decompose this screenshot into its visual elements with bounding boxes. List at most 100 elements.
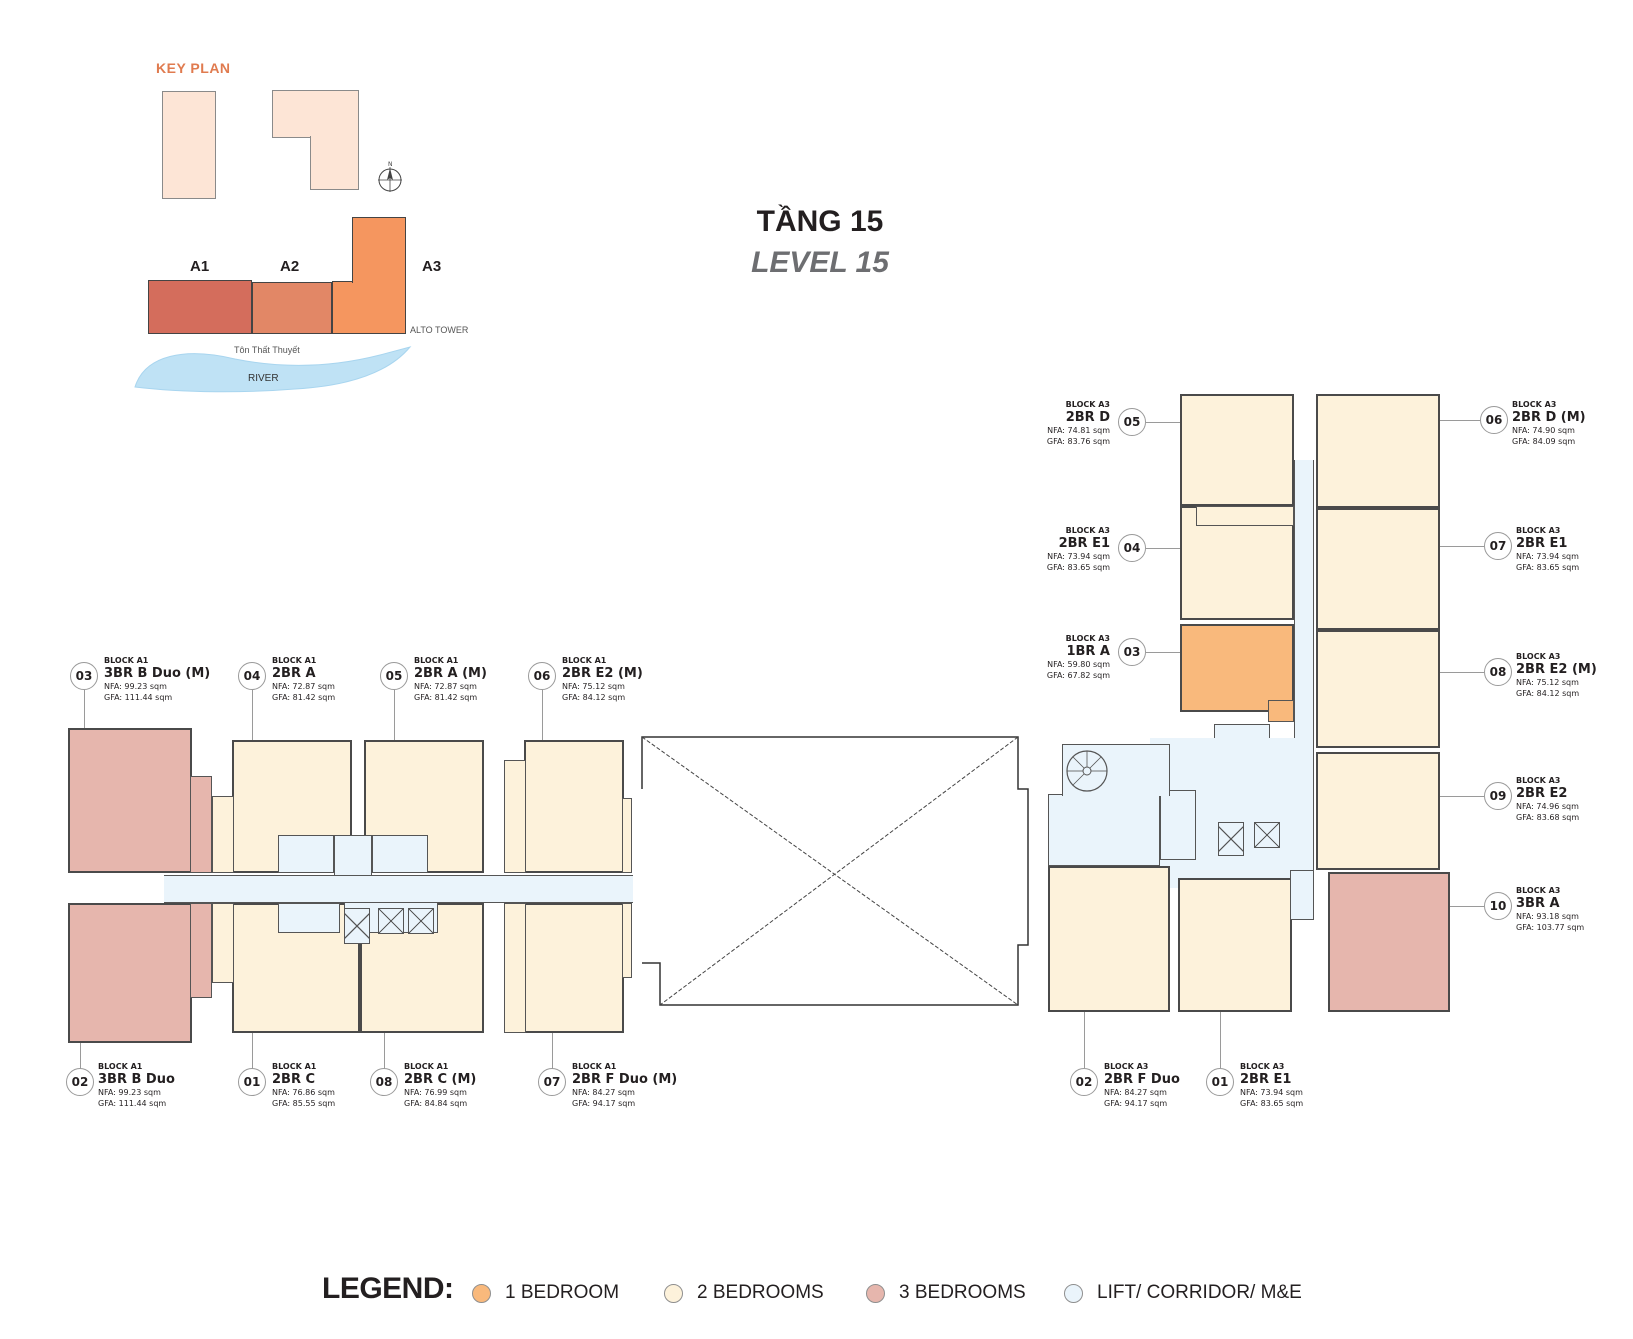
a3-unit-04-top	[1196, 506, 1294, 526]
leader-line	[1084, 1012, 1085, 1068]
unit-number-badge: 10	[1484, 892, 1512, 920]
key-plan-river-label: RIVER	[248, 373, 279, 384]
key-plan-title: KEY PLAN	[156, 60, 231, 76]
a3-unit-03-tail	[1268, 700, 1294, 722]
key-plan-block-a3-tower	[352, 217, 406, 283]
leader-line	[1440, 796, 1484, 797]
leader-line	[252, 690, 253, 740]
unit-number-badge: 05	[380, 662, 408, 690]
a3-unit-01[interactable]	[1178, 878, 1292, 1012]
unit-label-a3-04: BLOCK A3 2BR E1 NFA: 73.94 sqm GFA: 83.6…	[1046, 526, 1110, 572]
leader-line	[80, 1043, 81, 1081]
a1-unit-07[interactable]	[524, 903, 624, 1033]
legend-item-2-bedrooms: 2 BEDROOMS	[664, 1282, 824, 1304]
legend-swatch-1-bedroom	[472, 1283, 491, 1303]
a3-service-strip	[1290, 870, 1314, 920]
unit-label-a3-06: BLOCK A3 2BR D (M) NFA: 74.90 sqm GFA: 8…	[1512, 400, 1586, 446]
a1-stair-core-2	[372, 835, 428, 873]
key-plan-label-a2: A2	[280, 258, 300, 275]
a3-unit-10[interactable]	[1328, 872, 1450, 1012]
a3-lift-3	[1218, 822, 1244, 856]
key-plan-block-a3-base	[332, 281, 406, 334]
a1-corridor[interactable]	[164, 875, 633, 903]
unit-label-a3-08: BLOCK A3 2BR E2 (M) NFA: 75.12 sqm GFA: …	[1516, 652, 1597, 698]
unit-number-badge: 02	[1070, 1068, 1098, 1096]
unit-label-a1-07: BLOCK A1 2BR F Duo (M) NFA: 84.27 sqm GF…	[572, 1062, 678, 1108]
unit-label-a3-02: BLOCK A3 2BR F Duo NFA: 84.27 sqm GFA: 9…	[1104, 1062, 1180, 1108]
spiral-stair-icon	[1066, 750, 1108, 792]
unit-number-badge: 07	[538, 1068, 566, 1096]
leader-line	[1146, 548, 1180, 549]
unit-label-a1-02: BLOCK A1 3BR B Duo NFA: 99.23 sqm GFA: 1…	[98, 1062, 175, 1108]
a1-lift-1	[344, 908, 370, 944]
unit-label-a1-03: BLOCK A1 3BR B Duo (M) NFA: 99.23 sqm GF…	[104, 656, 211, 702]
legend-label: 1 BEDROOM	[505, 1282, 620, 1303]
a1-unit-02-balcony	[190, 903, 212, 998]
legend-item-lift-corridor: LIFT/ CORRIDOR/ M&E	[1064, 1282, 1302, 1304]
legend-title: LEGEND:	[322, 1272, 454, 1305]
leader-line	[1440, 546, 1484, 547]
a1-unit-07-side	[504, 903, 526, 1033]
a3-unit-02[interactable]	[1048, 866, 1170, 1012]
a1-unit-03[interactable]	[68, 728, 192, 873]
key-plan-neighbor-building-right-lower	[310, 136, 359, 190]
a1-unit-04-balcony	[212, 796, 234, 873]
leader-line	[542, 690, 543, 740]
unit-number-badge: 04	[238, 662, 266, 690]
key-plan-neighbor-building-right	[272, 90, 359, 138]
a3-unit-06[interactable]	[1316, 394, 1440, 508]
key-plan-label-a3: A3	[422, 258, 442, 275]
a1-unit-06[interactable]	[524, 740, 624, 873]
compass-icon: N	[378, 161, 402, 192]
a3-amenity-terrace	[1048, 794, 1160, 866]
unit-number-badge: 08	[370, 1068, 398, 1096]
unit-label-a3-10: BLOCK A3 3BR A NFA: 93.18 sqm GFA: 103.7…	[1516, 886, 1585, 932]
leader-line	[252, 1033, 253, 1071]
a1-unit-02[interactable]	[68, 903, 192, 1043]
a3-unit-08[interactable]	[1316, 630, 1440, 748]
leader-line	[1450, 906, 1484, 907]
a3-unit-03[interactable]	[1180, 624, 1294, 712]
legend-label: LIFT/ CORRIDOR/ M&E	[1097, 1282, 1302, 1303]
unit-label-a3-05: BLOCK A3 2BR D NFA: 74.81 sqm GFA: 83.76…	[1046, 400, 1110, 446]
unit-number-badge: 04	[1118, 534, 1146, 562]
unit-number-badge: 05	[1118, 408, 1146, 436]
key-plan-neighbor-building-left	[162, 91, 216, 199]
svg-text:N: N	[388, 161, 393, 168]
unit-label-a1-01: BLOCK A1 2BR C NFA: 76.86 sqm GFA: 85.55…	[272, 1062, 336, 1108]
legend-label: 3 BEDROOMS	[899, 1282, 1026, 1303]
legend-swatch-lift-corridor	[1064, 1283, 1083, 1303]
floor-title-vietnamese: TẦNG 15	[756, 205, 884, 238]
a1-unit-06-balcony	[622, 798, 632, 873]
a1-unit-01-balcony	[212, 903, 234, 983]
a1-stair-core-1	[278, 835, 334, 873]
leader-line	[1220, 1012, 1221, 1068]
leader-line	[394, 690, 395, 740]
key-plan-block-a1	[148, 280, 252, 334]
a1-lift-3	[408, 908, 434, 934]
a3-unit-07[interactable]	[1316, 508, 1440, 630]
a1-lift-2	[378, 908, 404, 934]
leader-line	[1146, 652, 1180, 653]
unit-number-badge: 03	[1118, 638, 1146, 666]
river-shape	[134, 346, 412, 393]
key-plan-label-a1: A1	[190, 258, 210, 275]
leader-line	[1440, 420, 1480, 421]
unit-number-badge: 01	[1206, 1068, 1234, 1096]
unit-number-badge: 06	[1480, 406, 1508, 434]
unit-label-a1-08: BLOCK A1 2BR C (M) NFA: 76.99 sqm GFA: 8…	[404, 1062, 477, 1108]
a3-lift-4	[1254, 822, 1280, 848]
a1-me-room	[278, 903, 340, 933]
a3-stair-mid	[1160, 790, 1196, 860]
a3-unit-09[interactable]	[1316, 752, 1440, 870]
key-plan-block-a2	[252, 282, 332, 334]
a3-unit-05[interactable]	[1180, 394, 1294, 506]
a1-unit-06-side	[504, 760, 526, 873]
unit-number-badge: 01	[238, 1068, 266, 1096]
leader-line	[1440, 672, 1484, 673]
unit-number-badge: 03	[70, 662, 98, 690]
legend-swatch-2-bedrooms	[664, 1283, 683, 1303]
unit-label-a1-04: BLOCK A1 2BR A NFA: 72.87 sqm GFA: 81.42…	[272, 656, 336, 702]
unit-number-badge: 07	[1484, 532, 1512, 560]
a3-vertical-corridor[interactable]	[1294, 460, 1314, 910]
